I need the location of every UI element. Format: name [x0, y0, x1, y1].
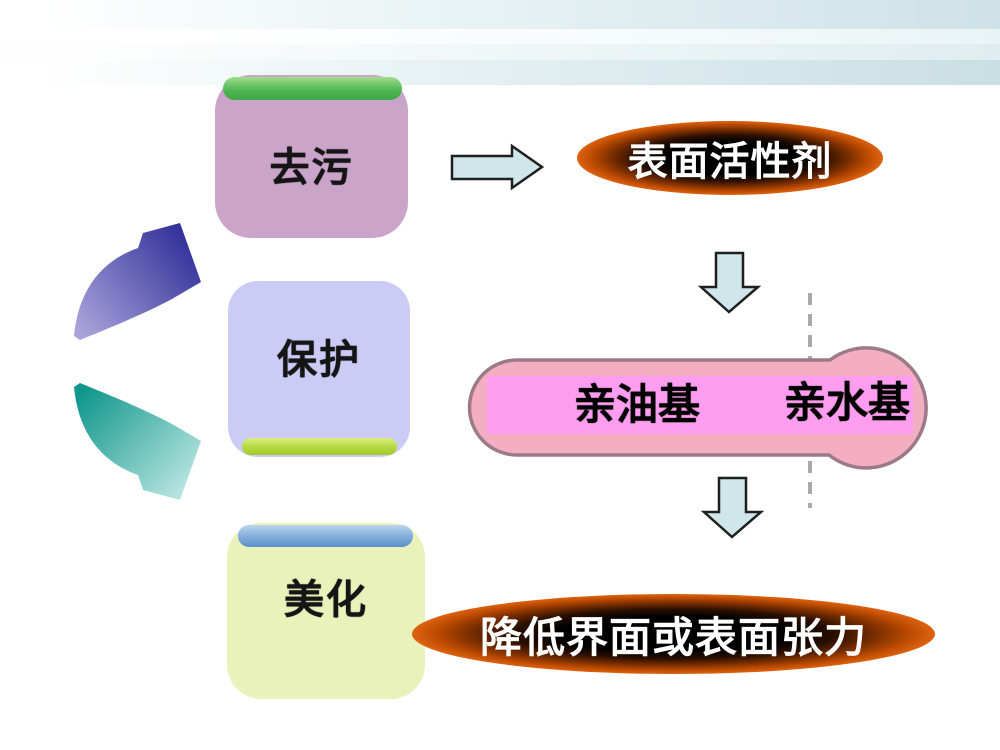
arrow-right-icon	[450, 143, 545, 191]
cycle-arrow-up-icon	[74, 223, 201, 340]
arrow-down-icon-2	[700, 476, 765, 539]
result-oval-label: 降低界面或表面张力	[479, 613, 867, 661]
lipophilic-group-label: 亲油基	[573, 381, 700, 428]
cycle-box-protect: 保护	[228, 281, 410, 457]
accent-bar-yellow	[242, 438, 397, 455]
arrow-down-icon-1	[697, 251, 762, 314]
hydrophilic-group-label: 亲水基	[783, 379, 910, 426]
header-stripe	[0, 60, 1000, 85]
molecule-band	[487, 376, 913, 434]
header-stripe	[0, 29, 1000, 44]
header-stripe	[0, 44, 1000, 60]
header-band	[0, 0, 1000, 85]
accent-bar-green	[223, 77, 402, 100]
surfactant-molecule	[467, 346, 928, 470]
cycle-box-label: 去污	[269, 145, 354, 190]
cycle-box-label: 保护	[277, 338, 361, 382]
accent-bar-blue	[238, 525, 413, 547]
surfactant-oval: 表面活性剂	[577, 121, 883, 195]
surfactant-oval-label: 表面活性剂	[627, 140, 833, 184]
header-stripe	[0, 0, 1000, 29]
cycle-box-label: 美化	[284, 578, 368, 622]
result-oval: 降低界面或表面张力	[412, 594, 935, 674]
cycle-box-decontaminate: 去污	[215, 75, 408, 238]
cycle-arrow-down-icon	[74, 383, 201, 500]
cycle-box-beautify: 美化	[227, 523, 425, 699]
